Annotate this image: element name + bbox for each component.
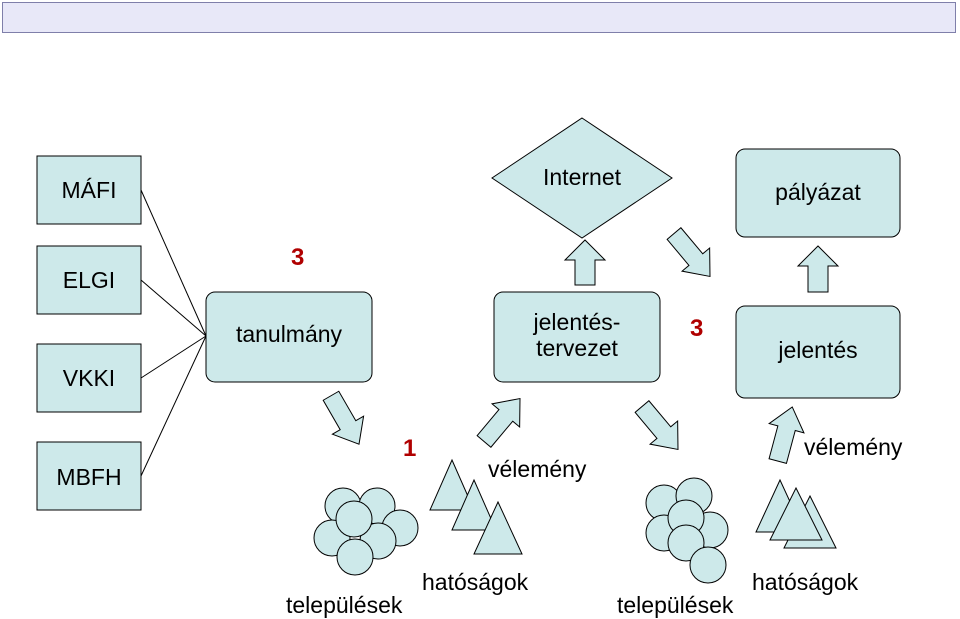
arrow-up-draft-to-internet: [563, 239, 607, 286]
source-connectors: [140, 189, 207, 477]
source-box-mbfh: [36, 441, 142, 511]
arrow-down-draft-to-settlements: [634, 400, 679, 451]
arrow-down-study-to-settlements: [322, 390, 365, 445]
report-label: jelentés: [778, 337, 858, 363]
arrow-down-internet-to-tender: [666, 227, 711, 278]
top-bar: [2, 2, 956, 33]
study-box: [205, 291, 373, 383]
tender-label: pályázat: [775, 179, 861, 205]
number-middle: 3: [690, 315, 704, 342]
number-top-left: 3: [291, 244, 305, 271]
draft-report-box: [493, 291, 661, 383]
source-label-vkki: VKKI: [62, 365, 116, 391]
source-label-elgi: ELGI: [62, 267, 116, 293]
opinion-label-2: vélemény: [804, 434, 903, 460]
source-label-mafi: MÁFI: [61, 177, 117, 203]
tender-box: [735, 148, 901, 238]
source-box-mafi: [36, 155, 142, 225]
source-box-elgi: [36, 245, 142, 315]
report-box: [735, 305, 901, 399]
opinion-label-1: vélemény: [488, 456, 587, 482]
arrow-up-opinion-to-draft: [476, 397, 521, 448]
draft-report-label-line2: tervezet: [536, 335, 618, 361]
internet-label: Internet: [543, 164, 621, 190]
authorities-label-1: hatóságok: [422, 569, 529, 595]
study-label: tanulmány: [235, 321, 343, 347]
settlements-cluster-1: [313, 487, 419, 576]
authorities-label-2: hatóságok: [752, 569, 859, 595]
settlements-label-2: települések: [617, 592, 734, 618]
draft-report-label-line1: jelentés-: [533, 309, 621, 335]
authorities-triangles-1: [429, 458, 523, 555]
number-bottom: 1: [403, 435, 417, 462]
arrow-up-opinion-to-report: [768, 406, 805, 464]
settlements-label-1: települések: [286, 592, 403, 618]
source-box-vkki: [36, 343, 142, 413]
source-label-mbfh: MBFH: [56, 464, 122, 490]
authorities-triangles-2: [755, 478, 837, 549]
arrow-up-report-to-tender: [796, 245, 840, 293]
settlements-cluster-2: [645, 477, 729, 584]
internet-diamond: [491, 117, 673, 239]
